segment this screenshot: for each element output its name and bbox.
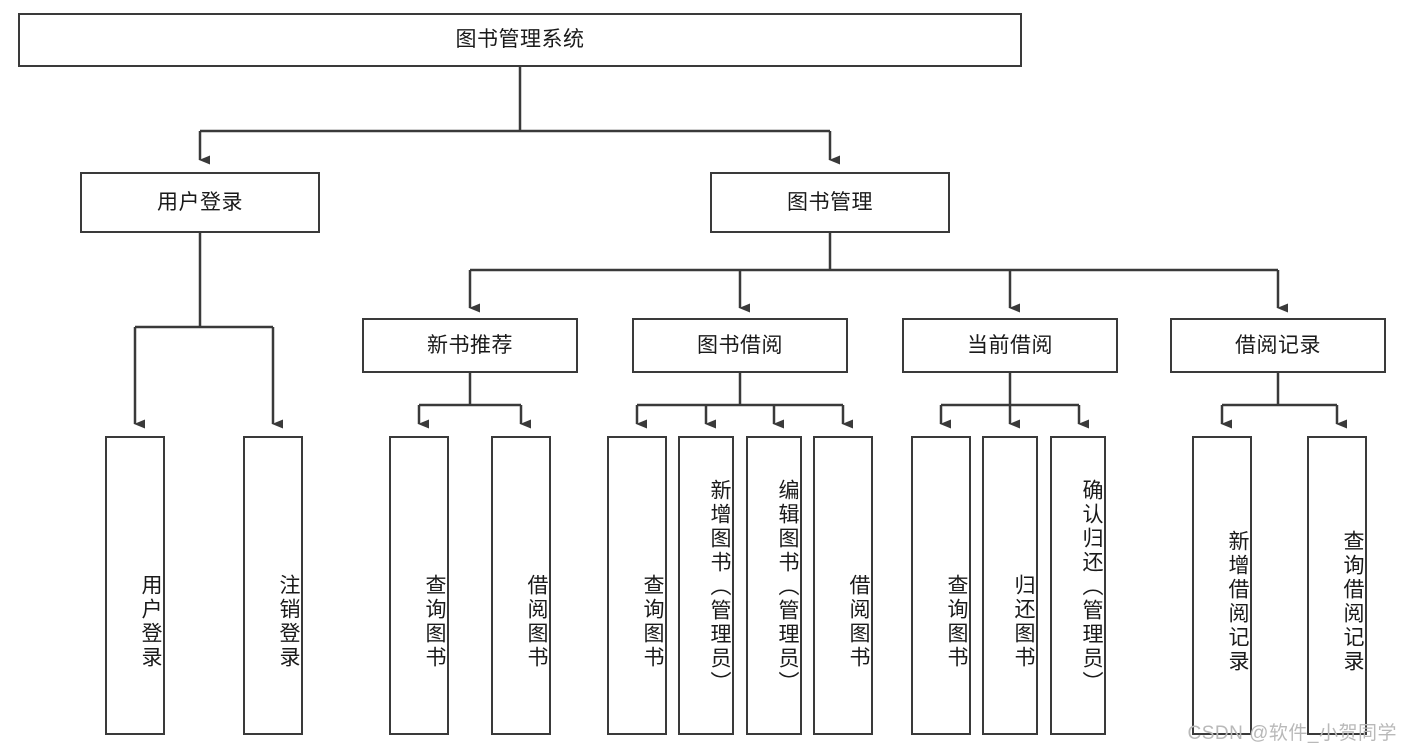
node-leaf-edit-book[interactable]: 编辑图书（管理员）: [746, 436, 802, 735]
node-leaf-borrow-book-2-label: 借阅图书: [847, 573, 870, 670]
node-leaf-query-book-1[interactable]: 查询图书: [389, 436, 449, 735]
node-leaf-borrow-book-1[interactable]: 借阅图书: [491, 436, 551, 735]
node-leaf-borrow-book-1-label: 借阅图书: [525, 573, 548, 670]
node-book-borrow-label: 图书借阅: [697, 333, 783, 357]
node-leaf-add-record-label: 新增借阅记录: [1226, 529, 1249, 674]
node-leaf-confirm-return-label: 确认归还（管理员）: [1080, 478, 1103, 695]
watermark-csdn: CSDN @软件_小贺同学: [1187, 723, 1397, 744]
node-borrow-record-label: 借阅记录: [1235, 333, 1321, 357]
node-leaf-add-record[interactable]: 新增借阅记录: [1192, 436, 1252, 735]
node-leaf-user-login[interactable]: 用户登录: [105, 436, 165, 735]
node-leaf-user-login-label: 用户登录: [139, 573, 162, 670]
node-new-book-recommend-label: 新书推荐: [427, 333, 513, 357]
node-leaf-query-record-label: 查询借阅记录: [1341, 529, 1364, 674]
node-leaf-return-book-label: 归还图书: [1012, 573, 1035, 670]
node-leaf-user-logout-label: 注销登录: [277, 573, 300, 670]
node-leaf-query-book-2-label: 查询图书: [641, 573, 664, 670]
node-new-book-recommend[interactable]: 新书推荐: [362, 318, 578, 373]
node-leaf-edit-book-label: 编辑图书（管理员）: [776, 478, 799, 695]
node-user-login[interactable]: 用户登录: [80, 172, 320, 233]
node-leaf-return-book[interactable]: 归还图书: [982, 436, 1038, 735]
node-leaf-user-logout[interactable]: 注销登录: [243, 436, 303, 735]
node-book-manage[interactable]: 图书管理: [710, 172, 950, 233]
node-leaf-add-book[interactable]: 新增图书（管理员）: [678, 436, 734, 735]
node-user-login-label: 用户登录: [157, 190, 243, 214]
node-leaf-borrow-book-2[interactable]: 借阅图书: [813, 436, 873, 735]
node-root-label: 图书管理系统: [455, 28, 585, 52]
node-leaf-add-book-label: 新增图书（管理员）: [708, 478, 731, 695]
node-root[interactable]: 图书管理系统: [18, 13, 1022, 67]
node-borrow-record[interactable]: 借阅记录: [1170, 318, 1386, 373]
node-leaf-query-record[interactable]: 查询借阅记录: [1307, 436, 1367, 735]
node-leaf-query-book-1-label: 查询图书: [423, 573, 446, 670]
node-leaf-query-book-3-label: 查询图书: [945, 573, 968, 670]
node-book-manage-label: 图书管理: [787, 190, 873, 214]
node-leaf-query-book-2[interactable]: 查询图书: [607, 436, 667, 735]
node-leaf-confirm-return[interactable]: 确认归还（管理员）: [1050, 436, 1106, 735]
node-current-borrow[interactable]: 当前借阅: [902, 318, 1118, 373]
node-leaf-query-book-3[interactable]: 查询图书: [911, 436, 971, 735]
node-current-borrow-label: 当前借阅: [967, 333, 1053, 357]
node-book-borrow[interactable]: 图书借阅: [632, 318, 848, 373]
